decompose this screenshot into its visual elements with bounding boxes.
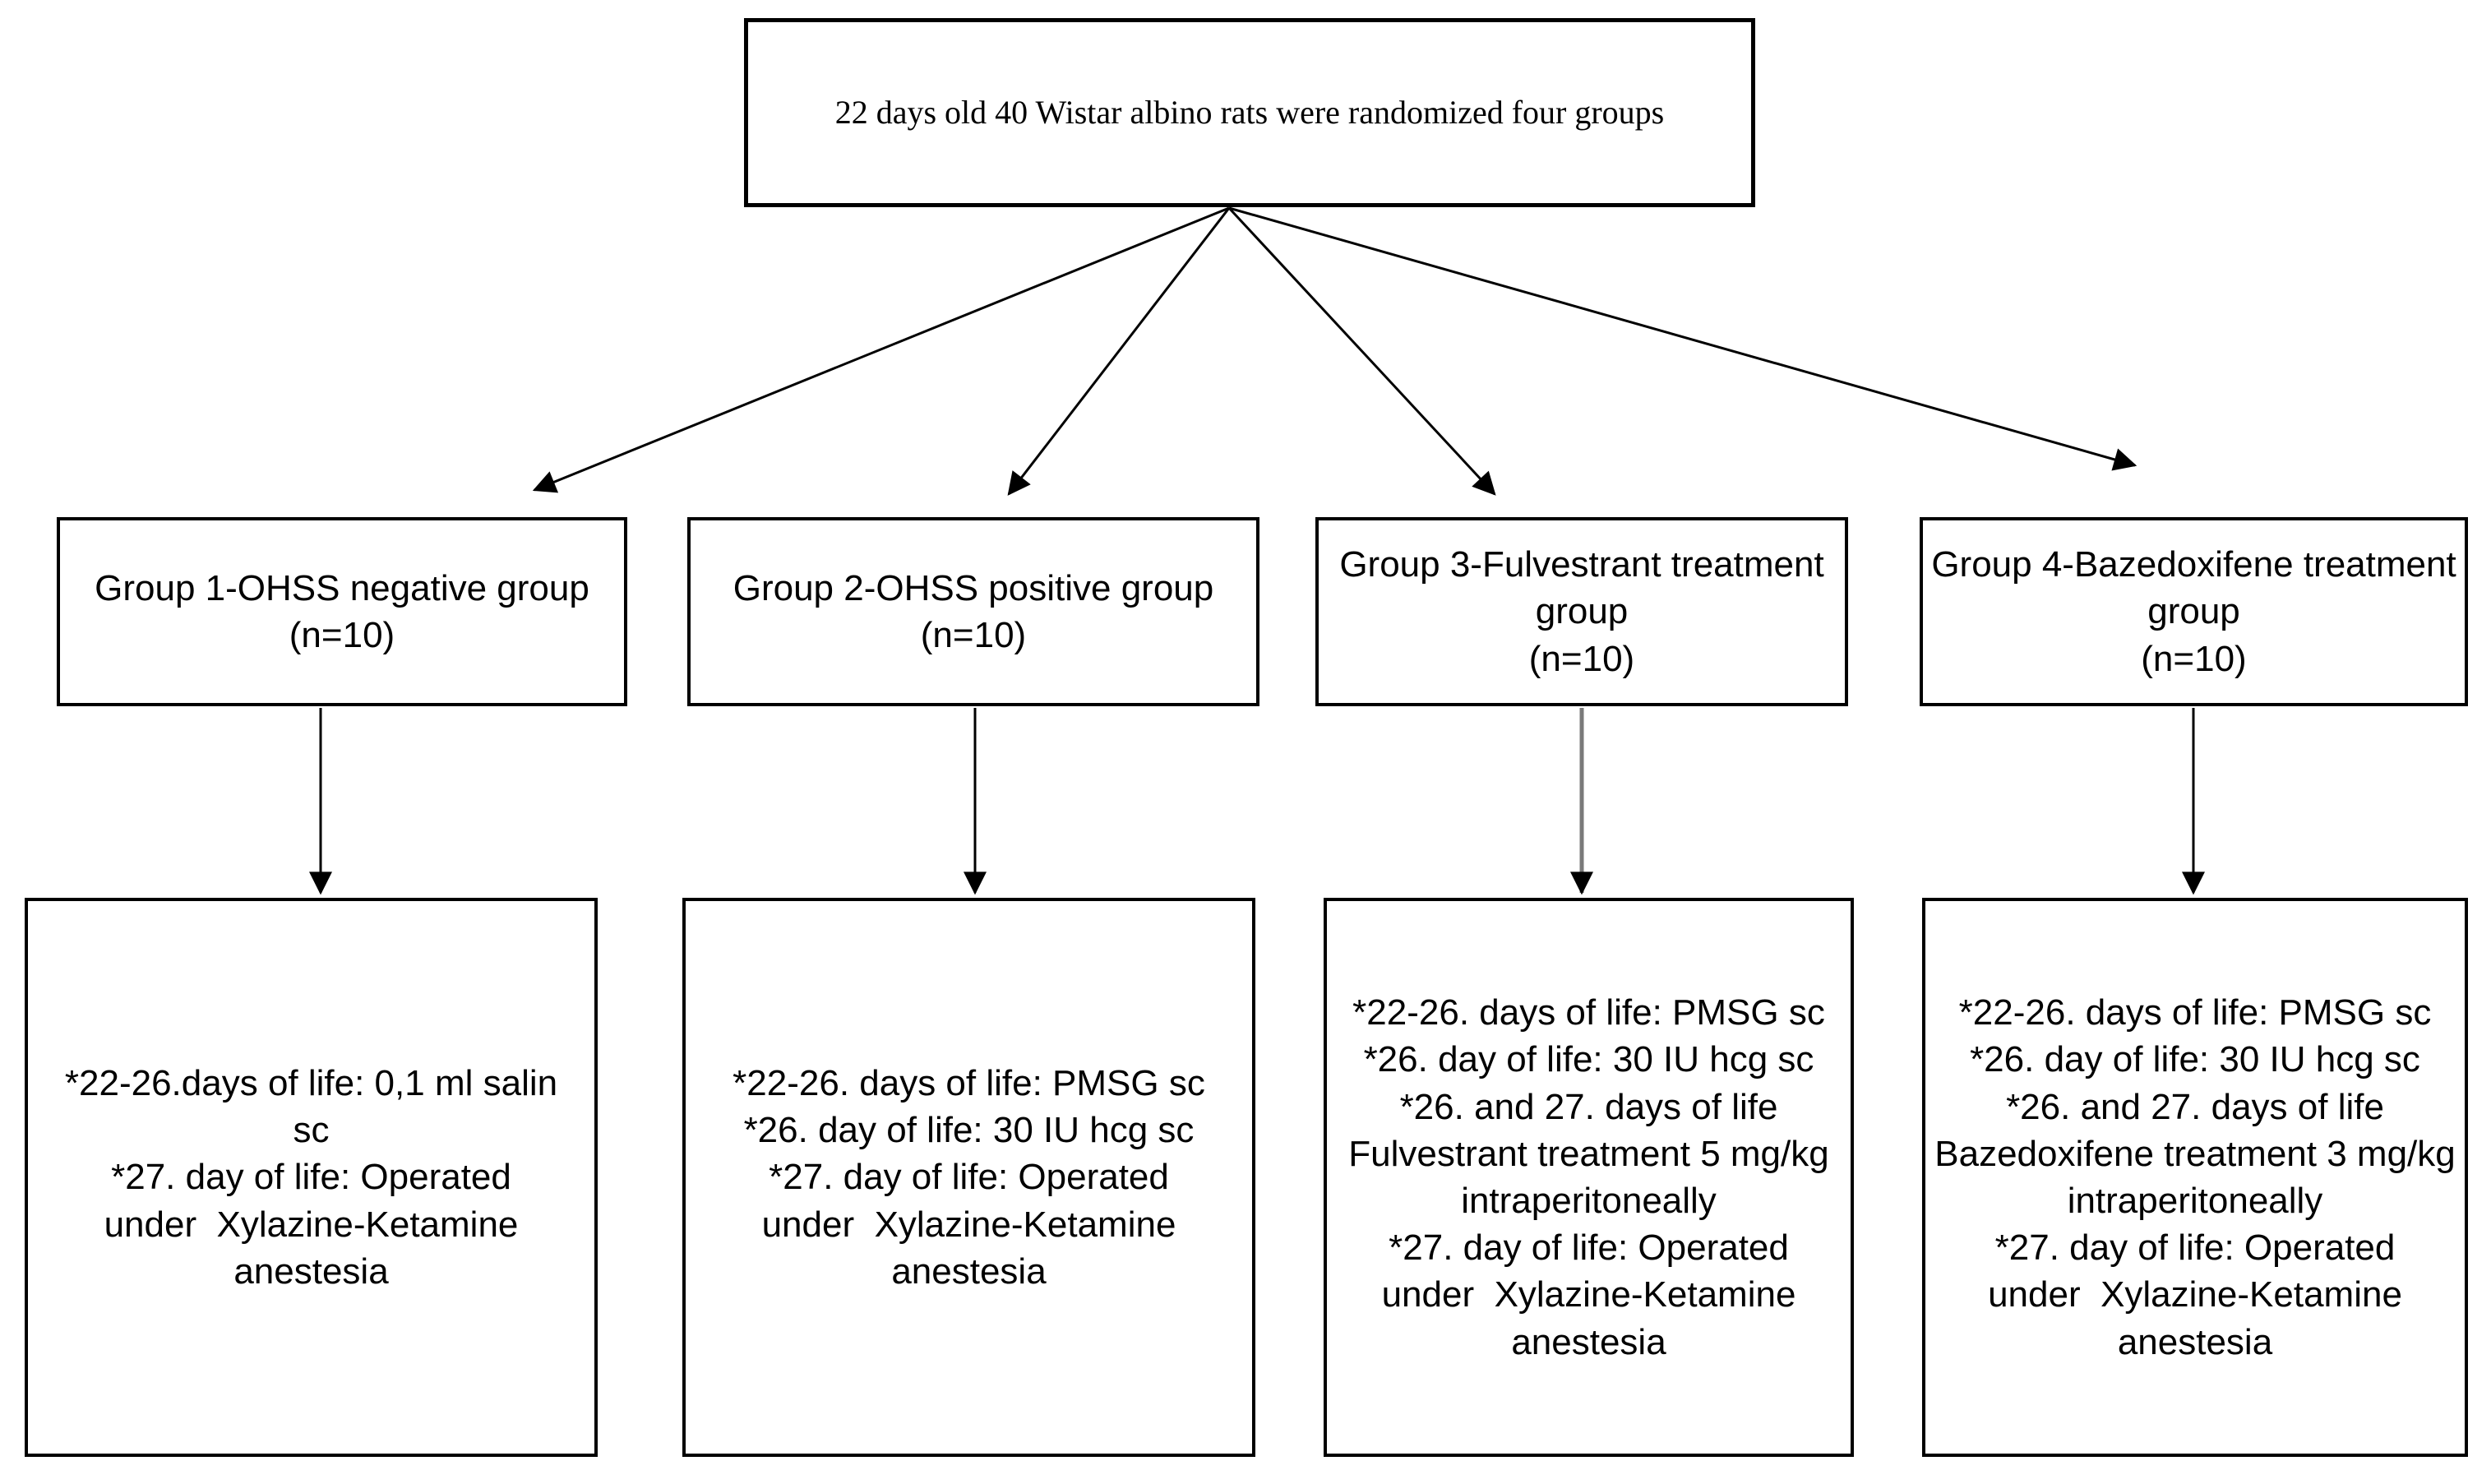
group2-protocol-text: *22-26. days of life: PMSG sc *26. day o… <box>733 1063 1205 1292</box>
group3-protocol-box: *22-26. days of life: PMSG sc *26. day o… <box>1324 898 1854 1457</box>
group3-protocol-text: *22-26. days of life: PMSG sc *26. day o… <box>1348 992 1829 1362</box>
arrow-title-to-group1 <box>532 206 1230 493</box>
arrow-title-to-group3 <box>1227 206 1496 496</box>
group4-label: Group 4-Bazedoxifene treatment group (n=… <box>1931 544 2456 679</box>
group1-box: Group 1-OHSS negative group (n=10) <box>57 517 627 706</box>
group4-protocol-text: *22-26. days of life: PMSG sc *26. day o… <box>1934 992 2456 1362</box>
group2-protocol-box: *22-26. days of life: PMSG sc *26. day o… <box>682 898 1255 1457</box>
group2-label: Group 2-OHSS positive group (n=10) <box>733 567 1214 655</box>
group1-protocol-text: *22-26.days of life: 0,1 ml salin sc *27… <box>64 1063 558 1292</box>
group2-box: Group 2-OHSS positive group (n=10) <box>687 517 1259 706</box>
randomization-box: 22 days old 40 Wistar albino rats were r… <box>744 18 1755 207</box>
group4-box: Group 4-Bazedoxifene treatment group (n=… <box>1920 517 2468 706</box>
group1-label: Group 1-OHSS negative group (n=10) <box>95 567 589 655</box>
arrow-title-to-group2 <box>1007 207 1231 496</box>
arrow-title-to-group4 <box>1228 206 2137 471</box>
group4-protocol-box: *22-26. days of life: PMSG sc *26. day o… <box>1922 898 2468 1457</box>
group3-box: Group 3-Fulvestrant treatment group (n=1… <box>1315 517 1848 706</box>
randomization-text: 22 days old 40 Wistar albino rats were r… <box>834 94 1665 131</box>
group3-label: Group 3-Fulvestrant treatment group (n=1… <box>1339 544 1824 679</box>
group1-protocol-box: *22-26.days of life: 0,1 ml salin sc *27… <box>25 898 598 1457</box>
